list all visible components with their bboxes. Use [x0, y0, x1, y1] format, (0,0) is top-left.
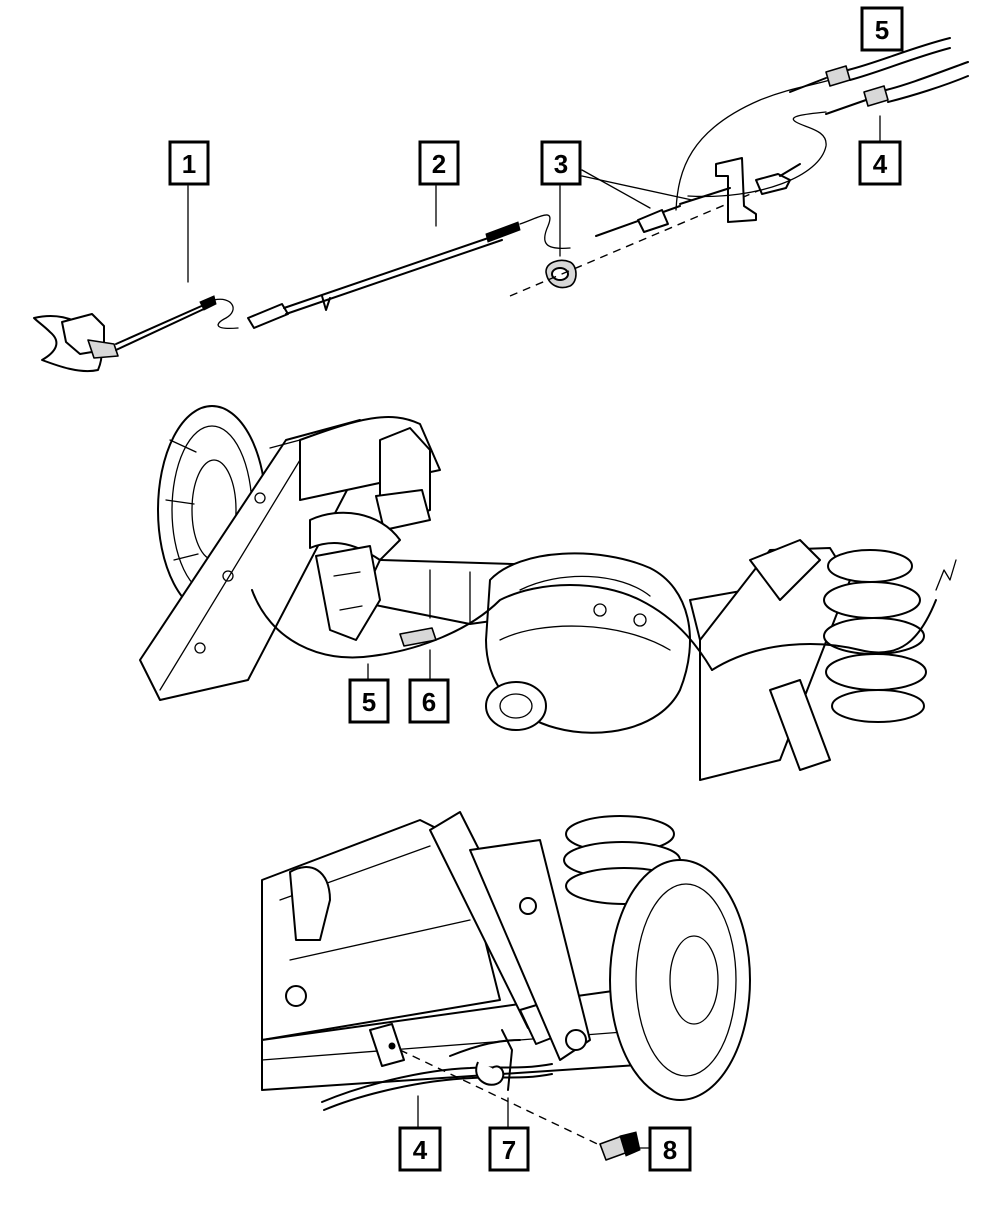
- callout-8-label: 8: [663, 1135, 677, 1165]
- callout-5-middle: 5: [348, 678, 390, 724]
- callout-2: 2: [418, 140, 460, 186]
- cable-clip-detail-view: [261, 811, 751, 1161]
- intermediate-cable-part: [247, 214, 571, 329]
- callout-1-label: 1: [182, 149, 196, 179]
- callout-3: 3: [540, 140, 582, 186]
- callout-6-label: 6: [422, 687, 436, 717]
- callout-6: 6: [408, 678, 450, 724]
- front-cable-part-upper: [789, 37, 951, 93]
- callout-7-label: 7: [502, 1135, 516, 1165]
- callout-1: 1: [168, 140, 210, 186]
- callout-5-middle-label: 5: [362, 687, 376, 717]
- cable-equalizer-part: [509, 79, 831, 297]
- callout-8: 8: [648, 1126, 692, 1172]
- callout-4-bottom-label: 4: [413, 1135, 428, 1165]
- callout-5-top-label: 5: [875, 15, 889, 45]
- callout-4-bottom: 4: [398, 1126, 442, 1172]
- exploded-cable-view: [33, 37, 969, 372]
- callout-4-top: 4: [858, 140, 902, 186]
- callout-7: 7: [488, 1126, 530, 1172]
- callout-5-top: 5: [860, 6, 904, 52]
- rear-left-cable-part: [33, 295, 239, 372]
- callout-2-label: 2: [432, 149, 446, 179]
- callout-4-top-label: 4: [873, 149, 888, 179]
- coil-spring-right: [823, 549, 927, 723]
- rear-right-cable-part-upper: [825, 61, 969, 115]
- callout-3-label: 3: [554, 149, 568, 179]
- rear-axle-assembly-view: [139, 405, 957, 781]
